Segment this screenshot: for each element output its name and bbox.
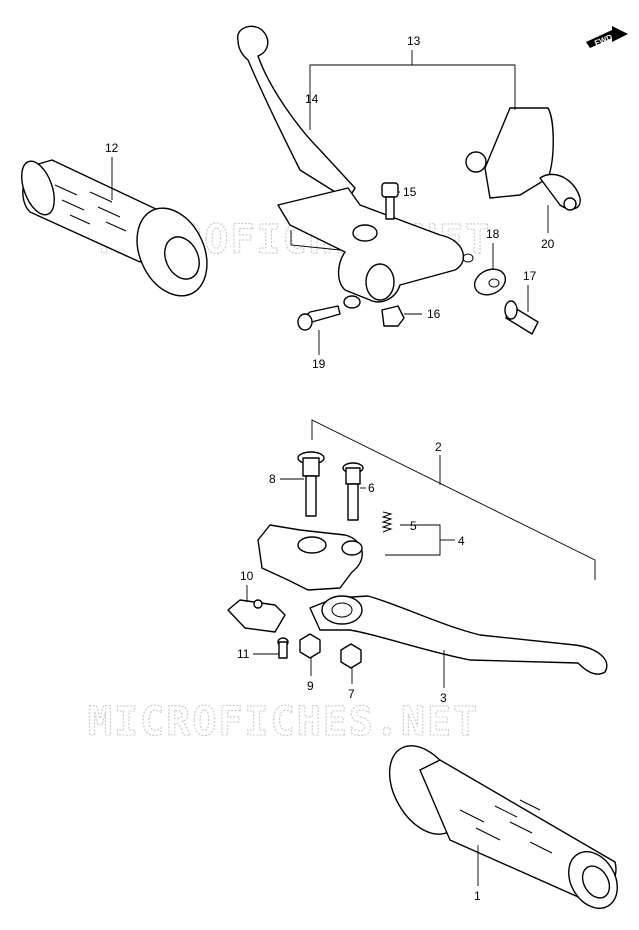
callout-1: 1 <box>474 889 481 903</box>
switch-housing-right <box>465 107 581 211</box>
callout-5: 5 <box>410 519 417 533</box>
callout-12: 12 <box>105 141 119 155</box>
callout-20: 20 <box>541 237 555 251</box>
bolt-6 <box>342 462 364 521</box>
callout-18: 18 <box>486 227 500 241</box>
screw-11 <box>277 637 289 659</box>
watermark-bottom: MICROFICHES.NET <box>88 699 479 745</box>
bolt-15 <box>381 182 399 220</box>
nut-16 <box>381 305 405 327</box>
lever-holder <box>257 524 363 591</box>
callout-2: 2 <box>435 440 442 454</box>
callout-17: 17 <box>523 269 537 283</box>
screw-17 <box>504 300 539 335</box>
callout-13: 13 <box>407 34 421 48</box>
clutch-bracket <box>277 187 474 309</box>
callout-6: 6 <box>368 481 375 495</box>
clutch-lever <box>237 25 356 201</box>
callout-11: 11 <box>237 647 250 661</box>
fwd-arrow-icon: FWD <box>586 26 628 48</box>
callout-10: 10 <box>240 569 254 583</box>
callout-14: 14 <box>305 92 319 106</box>
callout-8: 8 <box>269 472 276 486</box>
throttle-grip <box>388 745 618 909</box>
spring-5 <box>381 511 393 533</box>
nut-7 <box>340 643 362 669</box>
bolt-8 <box>297 451 325 517</box>
callout-4: 4 <box>458 534 465 548</box>
callout-9: 9 <box>307 679 314 693</box>
fwd-label: FWD <box>593 33 613 48</box>
brake-lever <box>309 595 608 675</box>
nut-9 <box>299 633 321 659</box>
callout-7: 7 <box>348 687 355 701</box>
bolt-19 <box>297 305 341 331</box>
grip-left <box>21 159 208 297</box>
callout-19: 19 <box>312 357 326 371</box>
callout-16: 16 <box>427 307 441 321</box>
callout-15: 15 <box>403 185 417 199</box>
switch-10 <box>227 599 286 633</box>
callout-3: 3 <box>440 691 447 705</box>
adjuster-18 <box>473 268 507 296</box>
